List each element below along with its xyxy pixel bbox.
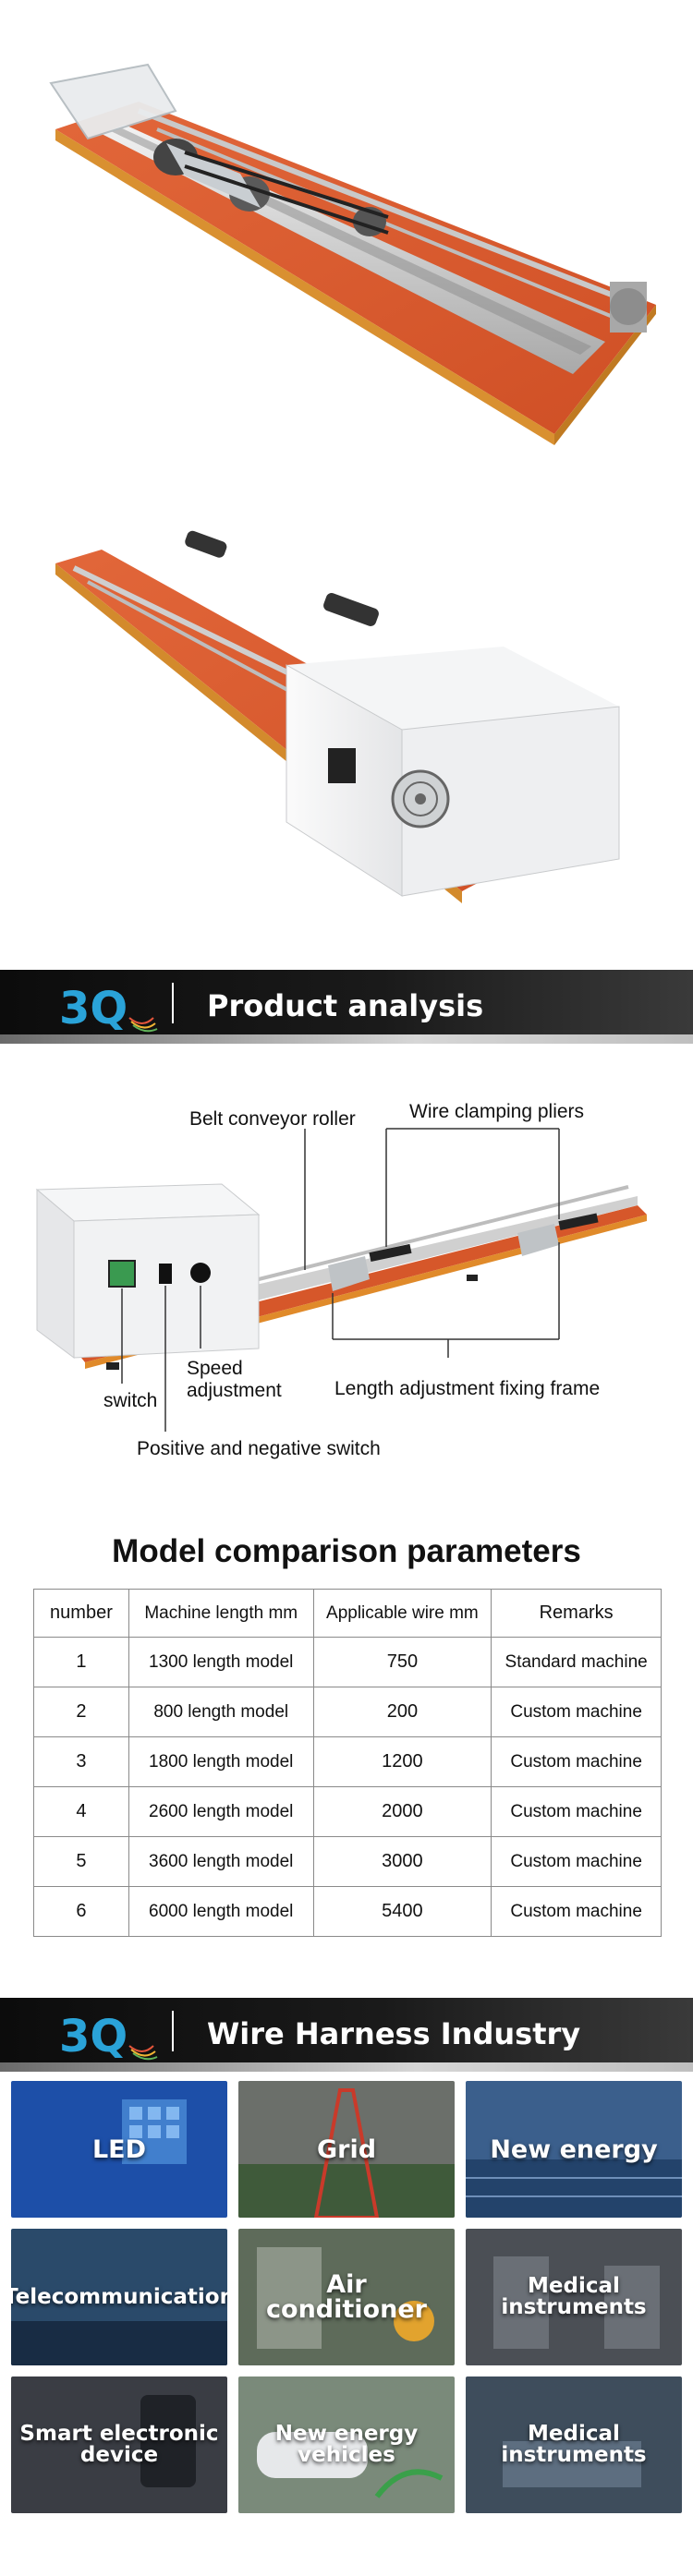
tile-label: New energy vehicles [274,2422,419,2467]
header-machine-length: Machine length mm [128,1589,314,1638]
cell-number: 6 [33,1886,129,1937]
section-title: Wire Harness Industry [207,2016,581,2051]
industry-tile-led: LED [11,2081,227,2218]
product-photo-bottom [55,530,620,903]
cell-applicable-wire: 750 [312,1637,492,1687]
banner-separator [172,2011,174,2051]
header-remarks: Remarks [491,1589,662,1638]
comparison-table: number Machine length mm Applicable wire… [33,1589,662,1937]
cell-number: 4 [33,1786,129,1837]
tile-label: New energy [490,2135,658,2164]
cell-remarks: Custom machine [491,1736,662,1787]
cell-applicable-wire: 200 [312,1687,492,1737]
callout-belt-roller: Belt conveyor roller [189,1108,356,1130]
table-row: 4 2600 length model 2000 Custom machine [33,1786,662,1837]
section-banner-product-analysis: 3Q Product analysis [0,970,693,1044]
product-diagram: Belt conveyor roller Wire clamping plier… [0,1081,693,1487]
product-photo-top [49,63,656,445]
tile-label: Grid [316,2135,377,2164]
svg-text:3Q: 3Q [59,2011,128,2061]
brand-logo-icon: 3Q [59,983,158,1033]
tile-label: LED [91,2135,147,2164]
header-applicable-wire: Applicable wire mm [312,1589,492,1638]
callout-switch: switch [103,1390,158,1411]
cell-remarks: Custom machine [491,1836,662,1887]
table-row: 1 1300 length model 750 Standard machine [33,1637,662,1687]
table-row: 6 6000 length model 5400 Custom machine [33,1886,662,1937]
cell-remarks: Custom machine [491,1687,662,1737]
section-title: Product analysis [207,988,484,1023]
diagram-illustration [35,1128,647,1432]
cell-remarks: Custom machine [491,1786,662,1837]
cell-number: 2 [33,1687,129,1737]
table-row: 2 800 length model 200 Custom machine [33,1687,662,1737]
table-row: 5 3600 length model 3000 Custom machine [33,1836,662,1887]
cell-remarks: Custom machine [491,1886,662,1937]
industry-tile-medical-instruments: Medical instruments [466,2229,682,2365]
tile-label: Telecommunication [11,2284,227,2309]
banner-strip [0,1034,693,1044]
smart-electronic-photo [11,2376,227,2513]
medical-photo [466,2229,682,2365]
svg-text:3Q: 3Q [59,983,128,1033]
industry-tile-grid: Grid [238,2081,455,2218]
new-energy-photo [466,2081,682,2218]
cell-applicable-wire: 2000 [312,1786,492,1837]
cell-applicable-wire: 5400 [312,1886,492,1937]
comparison-title: Model comparison parameters [112,1533,581,1569]
industry-tile-new-energy-vehicles: New energy vehicles [238,2376,455,2513]
medical-photo-2 [466,2376,682,2513]
tile-label: Medical instruments [501,2422,647,2467]
cell-machine-length: 3600 length model [128,1836,314,1887]
callout-speed-adjustment: Speed adjustment [187,1358,282,1402]
cell-machine-length: 800 length model [128,1687,314,1737]
table-row: 3 1800 length model 1200 Custom machine [33,1736,662,1787]
cell-machine-length: 1800 length model [128,1736,314,1787]
header-number: number [33,1589,129,1638]
banner-separator [172,983,174,1023]
cell-number: 5 [33,1836,129,1887]
cell-number: 3 [33,1736,129,1787]
cell-applicable-wire: 3000 [312,1836,492,1887]
tile-label: Smart electronic device [19,2422,219,2467]
banner-strip [0,2062,693,2072]
industry-tile-new-energy: New energy [466,2081,682,2218]
callout-length-frame: Length adjustment fixing frame [334,1378,601,1399]
cell-machine-length: 2600 length model [128,1786,314,1837]
industry-tile-telecommunication: Telecommunication [11,2229,227,2365]
tile-label: Medical instruments [501,2274,647,2319]
grid-photo [238,2081,455,2218]
section-banner-wire-harness: 3Q Wire Harness Industry [0,1998,693,2072]
table-header-row: number Machine length mm Applicable wire… [33,1589,662,1638]
callout-clamping-pliers: Wire clamping pliers [409,1101,585,1122]
brand-logo-icon: 3Q [59,2011,158,2061]
callout-pos-neg-switch: Positive and negative switch [137,1438,381,1459]
cell-number: 1 [33,1637,129,1687]
air-conditioner-photo [238,2229,455,2365]
industry-tile-medical-instruments-2: Medical instruments [466,2376,682,2513]
cell-machine-length: 1300 length model [128,1637,314,1687]
new-energy-vehicles-photo [238,2376,455,2513]
tile-label: Air conditioner [266,2270,427,2324]
telecom-photo [11,2229,227,2365]
cell-applicable-wire: 1200 [312,1736,492,1787]
industry-tile-smart-electronic: Smart electronic device [11,2376,227,2513]
cell-machine-length: 6000 length model [128,1886,314,1937]
cell-remarks: Standard machine [491,1637,662,1687]
industry-tile-air-conditioner: Air conditioner [238,2229,455,2365]
led-photo [11,2081,227,2218]
